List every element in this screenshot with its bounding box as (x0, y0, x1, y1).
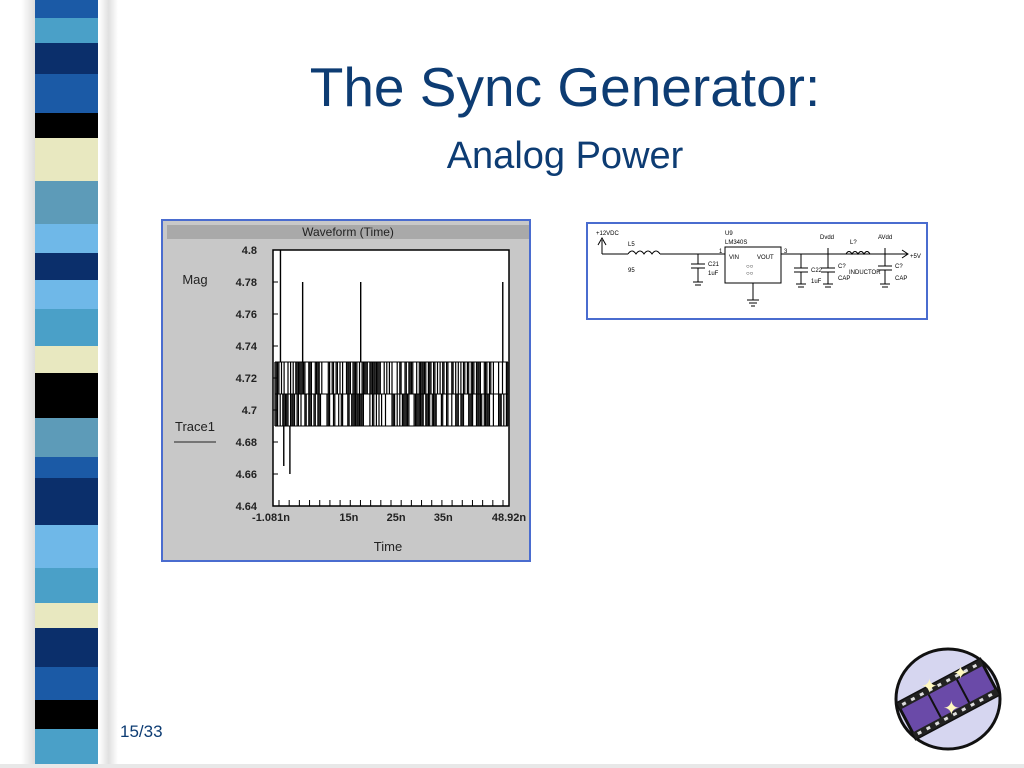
label-c21-val: 1uF (708, 271, 719, 277)
stripe-segment (35, 112, 98, 139)
output-arrow (901, 249, 909, 259)
y-tick-label: 4.68 (236, 437, 257, 449)
stripe-segment (35, 346, 98, 374)
stripe-segment (35, 666, 98, 700)
y-tick-label: 4.72 (236, 373, 257, 385)
u9-pin-a: ○○ (746, 264, 754, 270)
stripe-segment (35, 456, 98, 479)
x-tick-label: 35n (434, 512, 453, 524)
svg-text:✦: ✦ (921, 676, 938, 698)
label-dvdd: Dvdd (820, 235, 834, 241)
label-pin1: 1 (719, 249, 723, 255)
plot-area (272, 249, 510, 507)
label-c21: C21 (708, 262, 720, 268)
label-out: +5V (910, 254, 921, 260)
label-vin: VIN (729, 255, 739, 261)
schematic-diagram: +12VDC L5 95 C21 1uF U9 LM340S VIN VOUT … (596, 231, 921, 307)
stripe-segment (35, 280, 98, 310)
stripe-segment (35, 0, 98, 18)
y-tick-label: 4.76 (236, 309, 257, 321)
label-vout: VOUT (757, 255, 774, 261)
waveform-chart: Waveform (Time) Mag Trace1 Time 4.84.784… (163, 221, 529, 560)
schematic-panel: +12VDC L5 95 C21 1uF U9 LM340S VIN VOUT … (586, 222, 928, 320)
stripe-segment (35, 525, 98, 568)
bottom-rule (0, 764, 1024, 768)
label-c22-val: 1uF (811, 279, 822, 285)
supply-arrow (597, 236, 607, 254)
stripe-segment (35, 138, 98, 181)
y-tick-group: 4.8 4.78 4.76 4.74 4.72 4.7 4.68 4.66 4.64 (236, 245, 278, 513)
x-tick-label: -1.081n (252, 512, 290, 524)
u9-pin-b: ○○ (746, 271, 754, 277)
y-tick-label: 4.74 (236, 341, 258, 353)
waveform-trace (274, 250, 509, 474)
y-tick-label: 4.8 (242, 245, 257, 257)
stripe-segment (35, 17, 98, 43)
svg-text:✦: ✦ (943, 698, 960, 720)
waveform-title-bar (167, 225, 529, 239)
label-pin3: 3 (784, 249, 788, 255)
y-tick-label: 4.78 (236, 277, 257, 289)
stripe-segment (35, 73, 98, 113)
x-tick-group: -1.081n 15n 25n 35n 48.92n (252, 500, 526, 524)
inductor-l7 (845, 251, 871, 255)
x-tick-label: 48.92n (492, 512, 527, 524)
stripe-segment (35, 252, 98, 281)
label-inductor: INDUCTOR (849, 270, 881, 276)
inductor-l5 (627, 250, 661, 255)
decorative-stripe-bar (35, 0, 98, 768)
x-axis-label: Time (374, 539, 402, 554)
label-avdd: AVdd (878, 235, 892, 241)
capacitor-c7a (821, 248, 835, 288)
trace-label: Trace1 (175, 419, 215, 434)
stripe-segment (35, 42, 98, 74)
label-c7b: C? (895, 264, 903, 270)
u9-ground (747, 283, 759, 307)
waveform-title: Waveform (Time) (302, 225, 394, 239)
y-tick-label: 4.66 (236, 469, 257, 481)
stripe-segment (35, 478, 98, 525)
label-u9: U9 (725, 231, 733, 237)
stripe-segment (35, 223, 98, 253)
stripe-segment (35, 567, 98, 603)
label-l5-val: 95 (628, 268, 635, 274)
label-c22: C22 (811, 268, 823, 274)
y-axis-label: Mag (182, 272, 207, 287)
stripe-segment (35, 180, 98, 224)
label-supply: +12VDC (596, 231, 620, 237)
page-number: 15/33 (120, 722, 163, 741)
film-reel-logo-icon: ✦ ✦ ✦ (893, 645, 1003, 753)
capacitor-c21 (691, 254, 705, 286)
label-l7: L? (850, 240, 857, 246)
capacitor-c22 (794, 254, 808, 288)
slide-title: The Sync Generator: (309, 56, 821, 118)
y-tick-label: 4.7 (242, 405, 257, 417)
label-cap-a: CAP (838, 276, 850, 282)
label-u9-part: LM340S (725, 240, 747, 246)
stripe-segment (35, 628, 98, 667)
stripe-segment (35, 602, 98, 629)
stripe-segment (35, 373, 98, 419)
slide-subtitle: Analog Power (446, 135, 684, 177)
x-tick-label: 15n (339, 512, 358, 524)
label-c7a: C? (838, 264, 846, 270)
label-cap-b: CAP (895, 276, 907, 282)
svg-text:✦: ✦ (953, 663, 968, 683)
y-tick-label: 4.64 (236, 501, 258, 513)
stripe-segment (35, 418, 98, 457)
capacitor-c7b (878, 248, 892, 288)
stripe-segment (35, 700, 98, 730)
label-l5: L5 (628, 242, 635, 248)
stripe-segment (35, 729, 98, 768)
x-tick-label: 25n (387, 512, 406, 524)
stripe-segment (35, 309, 98, 347)
